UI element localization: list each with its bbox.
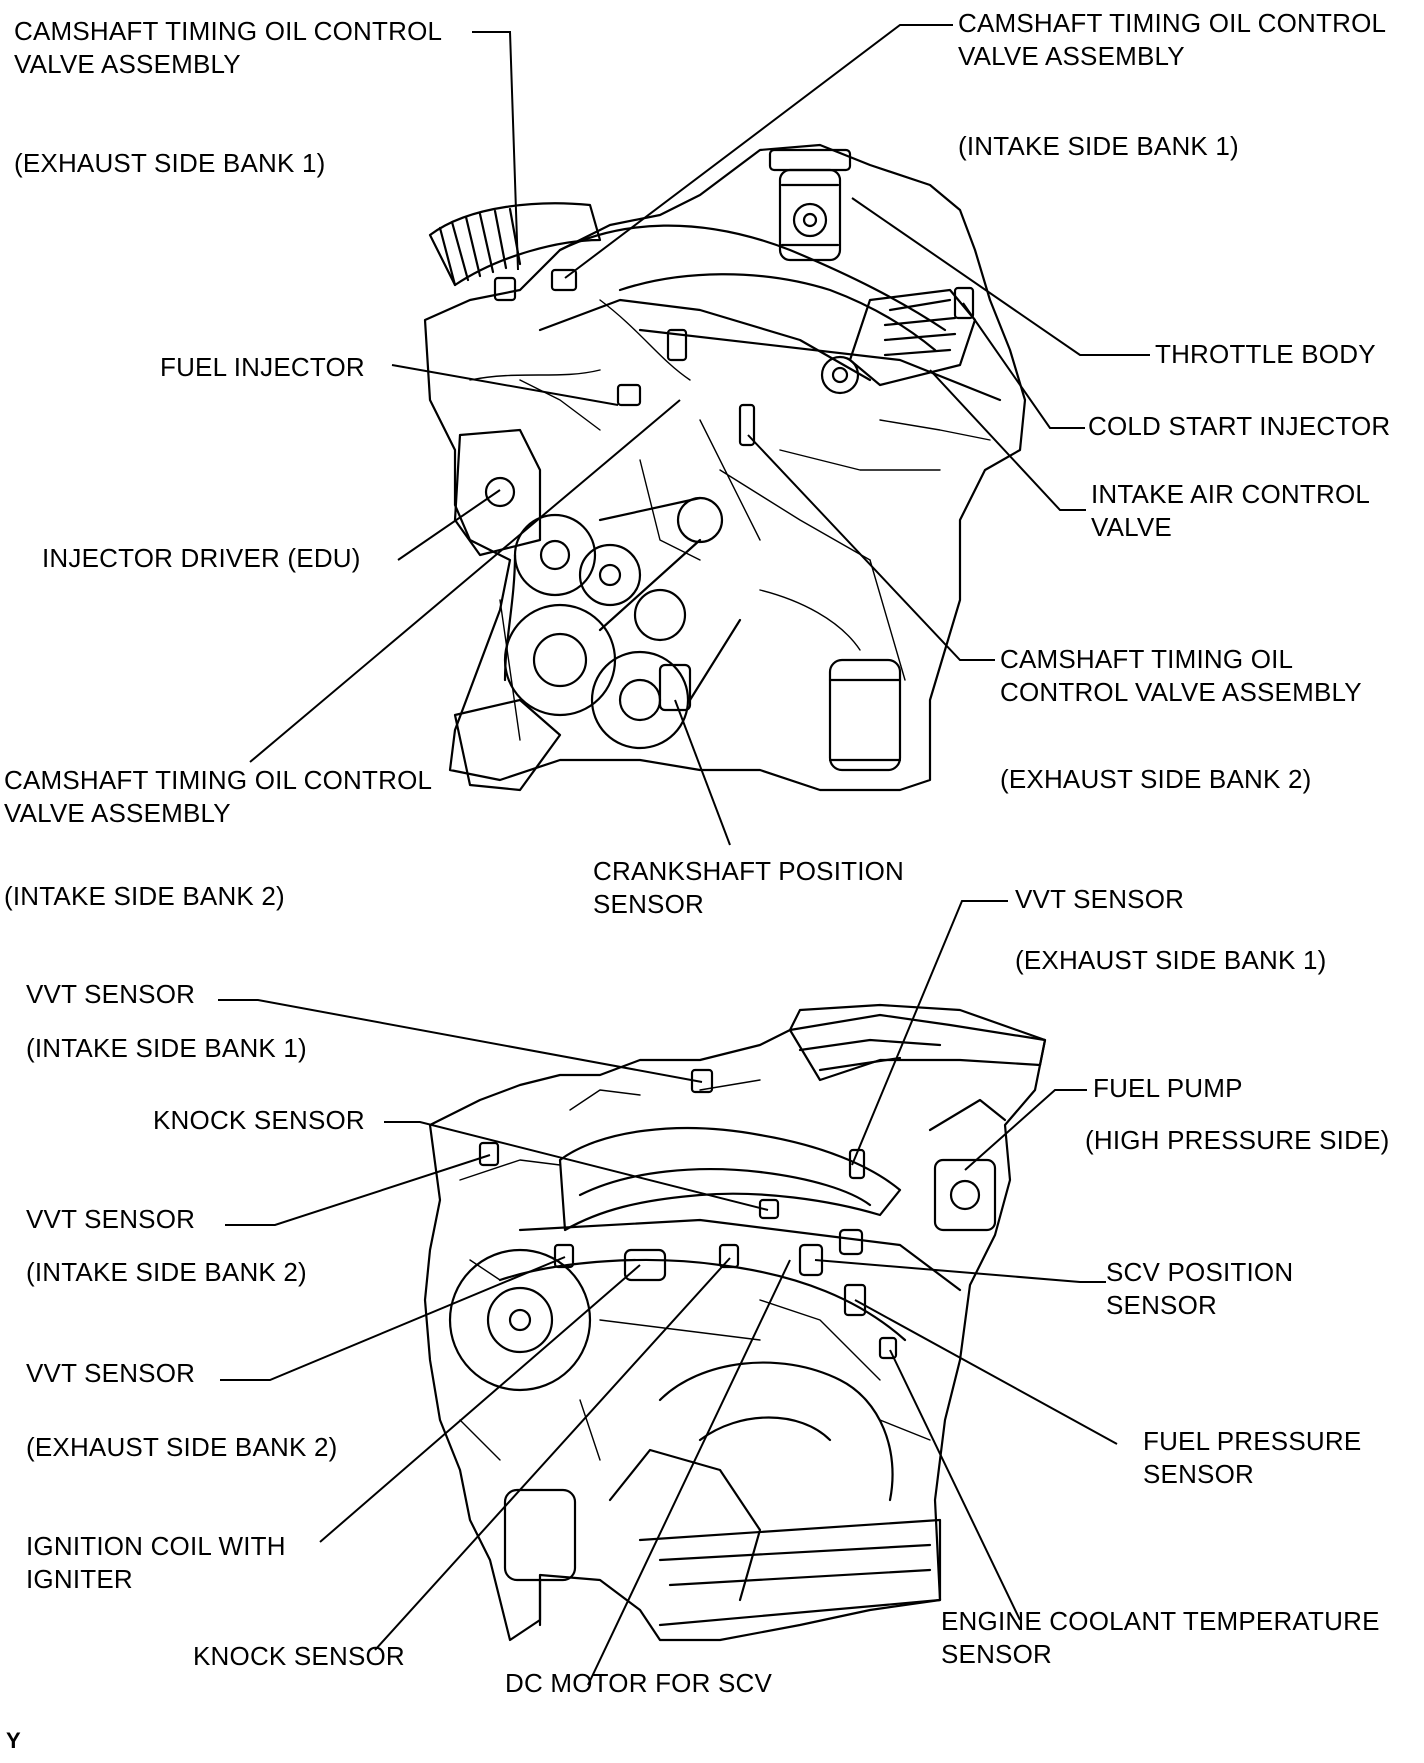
label-cam-ocv-intake-bank1: CAMSHAFT TIMING OIL CONTROL VALVE ASSEMB… [958,8,1387,71]
label-cam-ocv-intake-bank2: CAMSHAFT TIMING OIL CONTROL VALVE ASSEMB… [4,765,433,828]
label-dc-motor-for-scv: DC MOTOR FOR SCV [505,1668,773,1698]
label-cam-ocv-exhaust-bank2: CAMSHAFT TIMING OIL CONTROL VALVE ASSEMB… [1000,644,1362,707]
top-engine-illustration [423,143,1027,792]
note-intake-side-bank2: (INTAKE SIDE BANK 2) [4,881,285,911]
label-engine-coolant-temperature-sensor: ENGINE COOLANT TEMPERATURE SENSOR [941,1606,1380,1669]
label-knock-sensor-lower: KNOCK SENSOR [193,1641,405,1671]
note-exhaust-side-bank1: (EXHAUST SIDE BANK 1) [14,148,326,178]
label-vvt-sensor-intake-bank1: VVT SENSOR [26,979,196,1009]
label-vvt-sensor-intake-bank2: VVT SENSOR [26,1204,196,1234]
label-injector-driver-edu: INJECTOR DRIVER (EDU) [42,543,361,573]
label-fuel-injector: FUEL INJECTOR [160,352,365,382]
note-vvt-intake-side-bank1: (INTAKE SIDE BANK 1) [26,1033,307,1063]
note-vvt-exhaust-side-bank1: (EXHAUST SIDE BANK 1) [1015,945,1327,975]
note-exhaust-side-bank2: (EXHAUST SIDE BANK 2) [1000,764,1312,794]
label-vvt-sensor-exhaust-bank2: VVT SENSOR [26,1358,196,1388]
note-vvt-exhaust-side-bank2: (EXHAUST SIDE BANK 2) [26,1432,338,1462]
label-fuel-pump: FUEL PUMP [1093,1073,1243,1103]
bottom-engine-illustration [423,1003,1047,1642]
label-scv-position-sensor: SCV POSITION SENSOR [1106,1257,1294,1320]
note-intake-side-bank1: (INTAKE SIDE BANK 1) [958,131,1239,161]
label-knock-sensor-upper: KNOCK SENSOR [153,1105,365,1135]
label-fuel-pressure-sensor: FUEL PRESSURE SENSOR [1143,1426,1362,1489]
label-throttle-body: THROTTLE BODY [1155,339,1376,369]
label-cam-ocv-exhaust-bank1: CAMSHAFT TIMING OIL CONTROL VALVE ASSEMB… [14,16,443,79]
label-vvt-sensor-exhaust-bank1: VVT SENSOR [1015,884,1185,914]
label-ignition-coil-with-igniter: IGNITION COIL WITH IGNITER [26,1531,286,1594]
figure-id: Y [6,1728,21,1753]
leader-lines [218,24,1150,1686]
note-high-pressure-side: (HIGH PRESSURE SIDE) [1085,1125,1390,1155]
label-intake-air-control-valve: INTAKE AIR CONTROL VALVE [1091,479,1371,542]
label-cold-start-injector: COLD START INJECTOR [1088,411,1391,441]
note-vvt-intake-side-bank2: (INTAKE SIDE BANK 2) [26,1257,307,1287]
label-crankshaft-position-sensor: CRANKSHAFT POSITION SENSOR [593,856,905,919]
